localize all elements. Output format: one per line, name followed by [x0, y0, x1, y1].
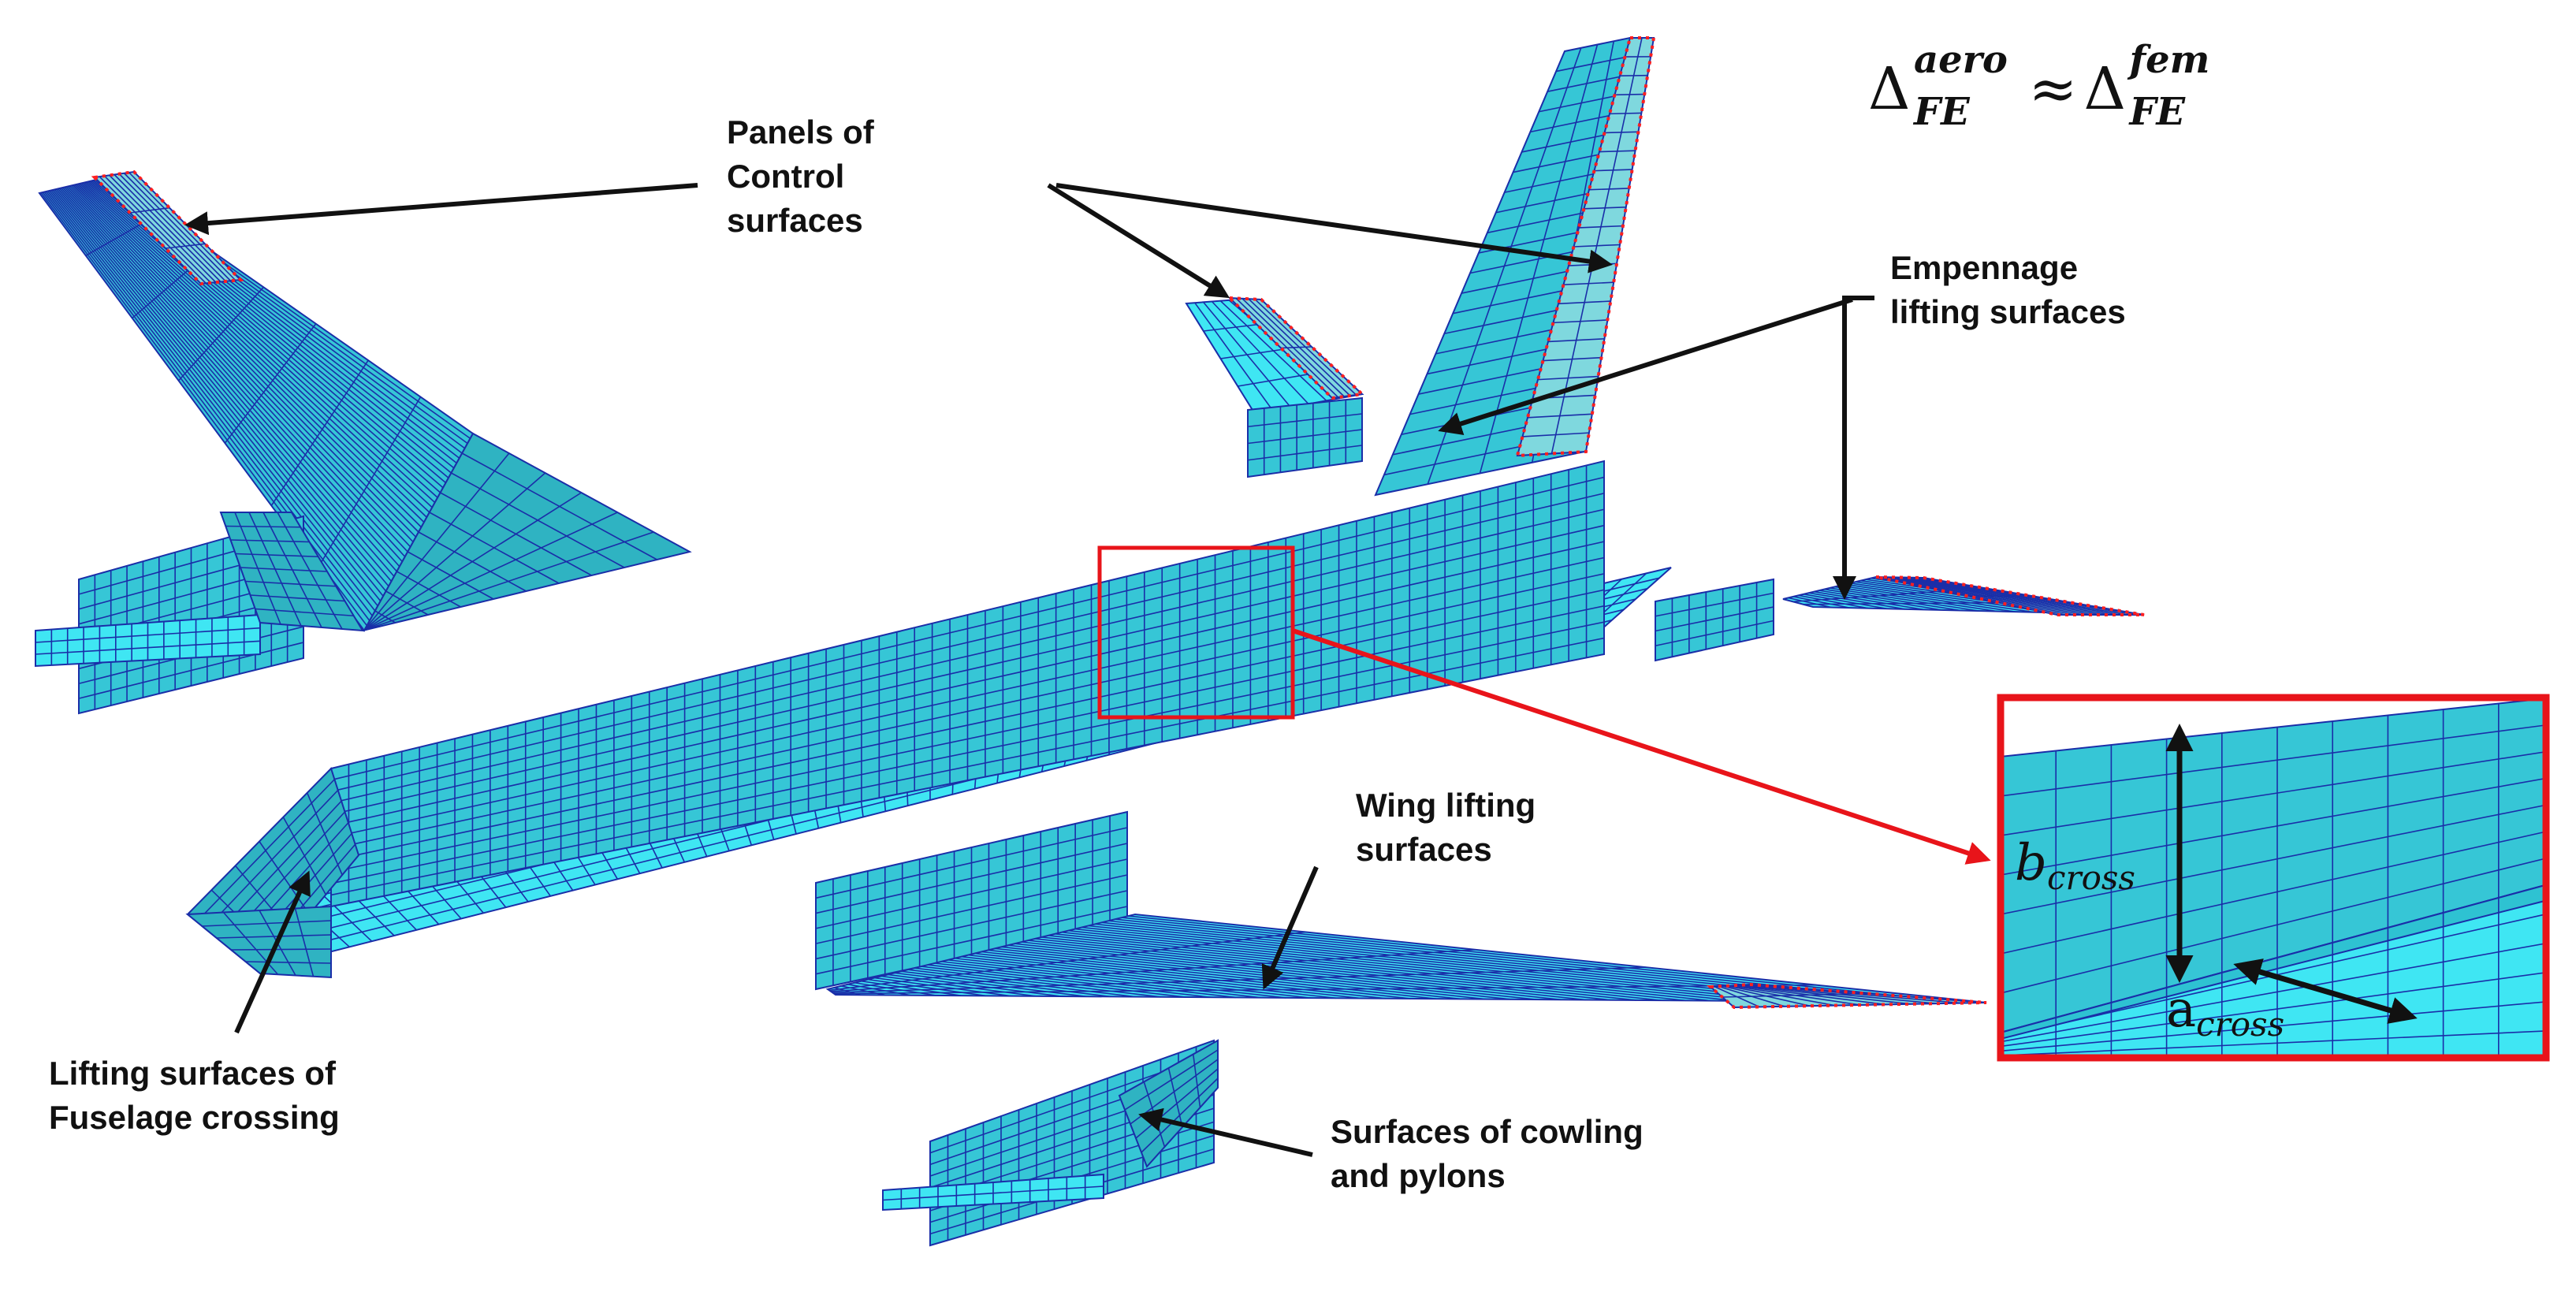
right-tail-vertical — [1655, 578, 1774, 662]
zoom-arrow — [1292, 628, 1991, 865]
left-wing-inner — [362, 432, 692, 631]
right-wing-surface — [825, 913, 1987, 1003]
formula-left-delta: Δ — [1868, 55, 1911, 123]
arrow-to-fin — [1438, 297, 1853, 436]
arrow-to-tail-elevator — [1047, 183, 1230, 299]
fuselage-nose-bottom — [185, 905, 332, 979]
fuselage-vertical-wall — [330, 460, 1605, 908]
label-wing: Wing lifting surfaces — [1356, 787, 1536, 868]
arrow-to-fuselage-nose — [234, 870, 311, 1034]
formula-left-sub: FE — [1914, 90, 1970, 134]
vertical-fin-rudder — [1515, 36, 1656, 458]
right-wing-vertical — [815, 810, 1128, 991]
inset-vertical-wall — [2001, 698, 2546, 1034]
formula-right-delta: Δ — [2083, 55, 2126, 123]
label-cowling-pylons: Surfaces of cowling and pylons — [1331, 1113, 1644, 1194]
formula-right-sup: fem — [2129, 38, 2210, 82]
right-wing-aileron — [1706, 982, 1987, 1010]
tail-piece-vertical — [1247, 396, 1363, 478]
label-b-cross: bcross — [2015, 834, 2135, 897]
mesh-surfaces — [35, 36, 2145, 1247]
formula-right-sub: FE — [2129, 90, 2186, 134]
cowling-horizontal — [882, 1173, 1104, 1212]
left-wing-aileron — [91, 169, 244, 286]
left-wing-outer — [38, 176, 475, 632]
label-fuselage-crossing: Lifting surfaces of Fuselage crossing — [49, 1055, 340, 1136]
arrow-to-right-tail — [1833, 296, 1874, 600]
right-tail-elevator — [1875, 575, 2145, 616]
arrow-to-wing — [1261, 865, 1319, 990]
formula-relation: ≈ — [2028, 55, 2078, 123]
arrow-to-fin-rudder — [1055, 183, 1613, 274]
label-control-panels: Panels of Control surfaces — [727, 114, 874, 239]
left-crossing-fairing — [219, 512, 364, 632]
a-cross-arrow — [2233, 958, 2418, 1024]
label-empennage: Empennage lifting surfaces — [1890, 249, 2126, 330]
tail-piece-elevator — [1225, 296, 1366, 400]
zoom-inset-frame — [1997, 694, 2550, 1062]
annotations — [184, 183, 2550, 1157]
formula-left-sup: aero — [1914, 38, 2008, 82]
arrow-to-cowling — [1138, 1107, 1313, 1157]
arrow-to-left-aileron — [184, 183, 698, 236]
left-crossing-horizontal — [35, 613, 261, 668]
label-a-cross: across — [2166, 981, 2285, 1044]
